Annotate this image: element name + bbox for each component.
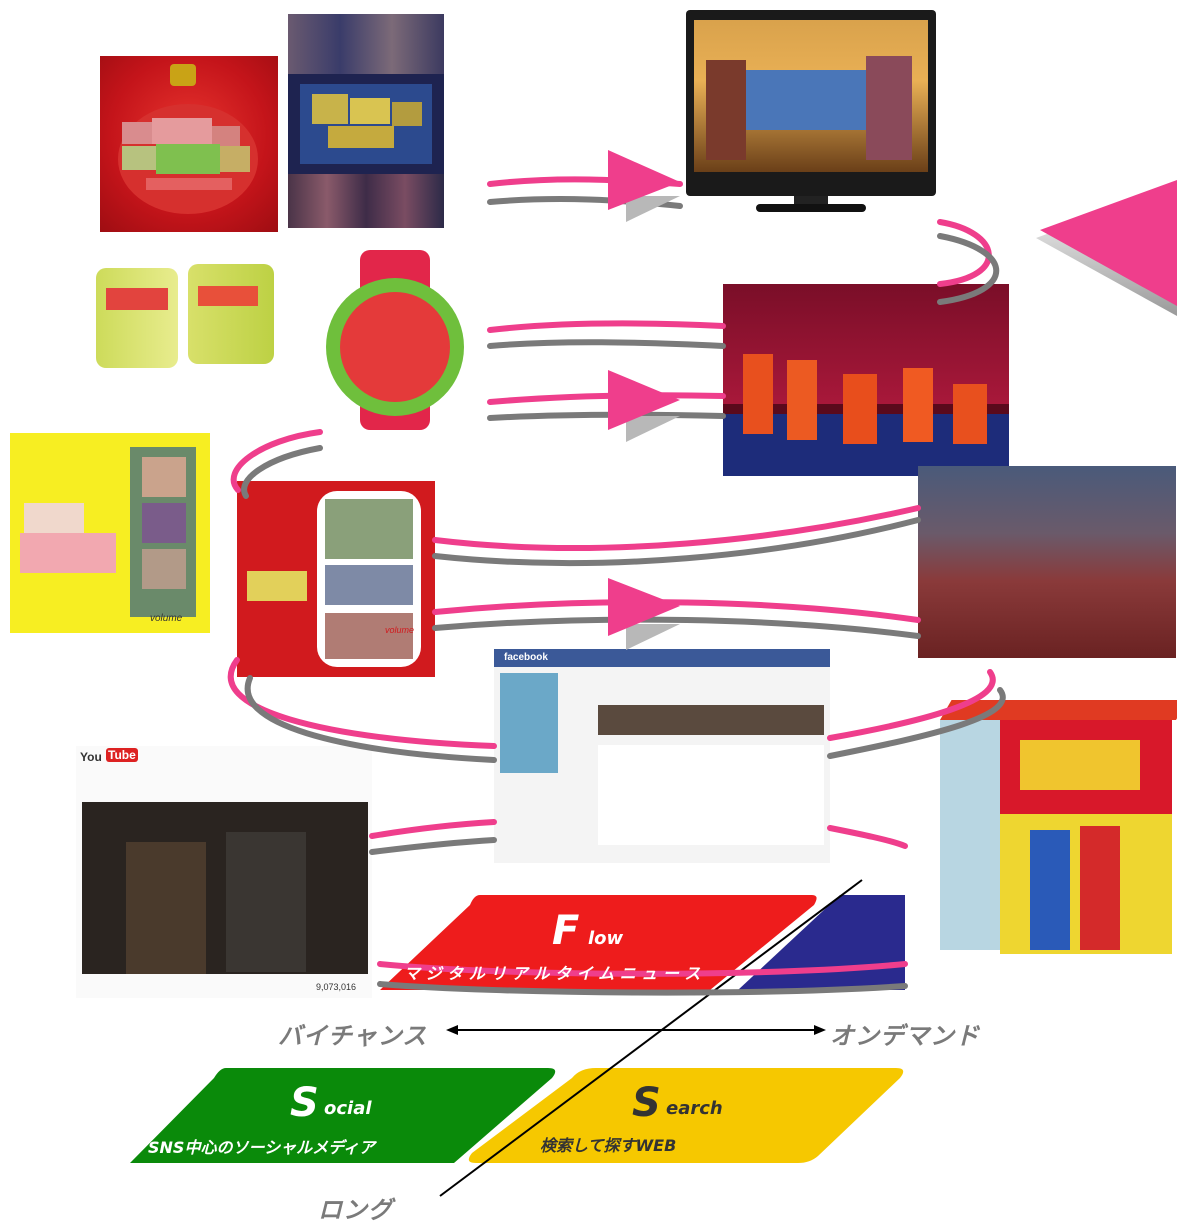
flow-arrows [608,150,680,650]
christmas-album-image [100,56,278,232]
search-initial: S [632,1080,661,1126]
dvd-cover-image [288,14,444,228]
axis-label-right: オンデマンド [830,1022,980,1050]
youtube-page-screenshot: You Tube 9,073,016 [76,746,372,998]
album-volume2-image: volume [237,481,435,677]
social-subtitle: SNS中心のソーシャルメディア [148,1138,375,1157]
album-volume1-label: volume [150,613,183,624]
dvd-boxset-image [940,700,1177,956]
axis-label-left: バイチャンス [278,1022,428,1050]
flow-initial: F [552,908,580,954]
tv-image [686,10,936,212]
youtube-view-count: 9,073,016 [316,982,357,992]
diagonal-axis [439,879,863,1197]
mugs-image [88,258,288,378]
flow-word: low [588,928,624,949]
search-panel [468,1068,904,1163]
arena-concert-image [918,466,1176,658]
stage-performance-image [723,284,1009,476]
watch-image [320,250,470,430]
album-volume1-image: volume [10,433,210,633]
album-volume2-label: volume [385,625,415,635]
axis-label-bottom: ロング [318,1196,393,1224]
flow-panel [380,895,817,990]
youtube-logo-tube: Tube [106,748,138,762]
social-word: ocial [324,1098,372,1119]
social-panel [130,1068,556,1163]
flow-subtitle: マ ジ タ ル リ ア ル タ イ ム ニ ュ ー ス [404,964,701,983]
search-word: earch [666,1098,723,1119]
facebook-logo: facebook [504,652,548,663]
facebook-page-screenshot: facebook [494,649,830,863]
search-subtitle: 検索して探すWEB [540,1136,677,1155]
youtube-logo-you: You [80,750,102,764]
social-initial: S [290,1080,319,1126]
